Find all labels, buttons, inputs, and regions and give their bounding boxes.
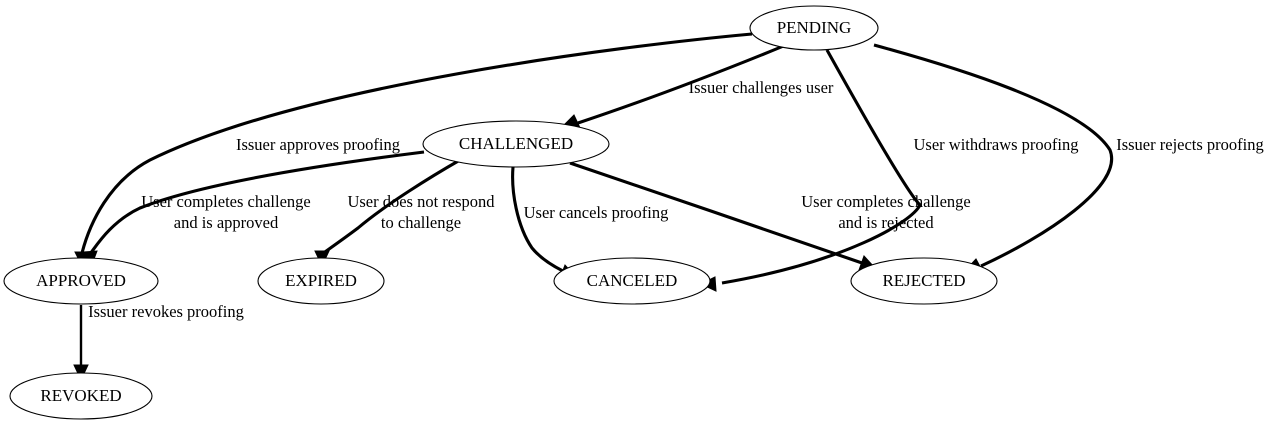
node-shape xyxy=(553,257,711,305)
node-label-challenged: CHALLENGED xyxy=(459,134,573,153)
node-rejected[interactable]: REJECTED xyxy=(850,257,998,305)
edge-path xyxy=(88,150,425,255)
edge-label-challenged-canceled: User cancels proofing xyxy=(524,203,669,222)
edge-path xyxy=(321,158,461,256)
edge-path xyxy=(511,166,564,273)
edge-path xyxy=(873,43,1114,268)
node-label-approved: APPROVED xyxy=(36,271,126,290)
node-label-revoked: REVOKED xyxy=(40,386,121,405)
edge-label-pending-approved: Issuer approves proofing xyxy=(236,135,400,154)
edge-path xyxy=(721,49,922,285)
edge-path xyxy=(577,43,787,125)
edge-label-challenged-approved-line2: and is approved xyxy=(174,213,279,232)
edge-label-layer: Issuer challenges user Issuer approves p… xyxy=(88,78,1264,321)
edge-label-pending-rejected: Issuer rejects proofing xyxy=(1116,135,1264,154)
node-challenged[interactable]: CHALLENGED xyxy=(422,120,610,168)
edge-label-challenged-expired-line2: to challenge xyxy=(381,213,461,232)
node-label-canceled: CANCELED xyxy=(587,271,678,290)
edge-label-challenged-rejected-line2: and is rejected xyxy=(838,213,934,232)
node-shape xyxy=(422,120,610,168)
edge-label-pending-challenged: Issuer challenges user xyxy=(689,78,834,97)
edge-challenged-canceled[interactable] xyxy=(511,166,578,279)
node-label-expired: EXPIRED xyxy=(285,271,357,290)
edge-label-pending-canceled: User withdraws proofing xyxy=(914,135,1079,154)
node-shape xyxy=(3,257,159,305)
node-canceled[interactable]: CANCELED xyxy=(553,257,711,305)
node-expired[interactable]: EXPIRED xyxy=(257,257,385,305)
edge-path xyxy=(569,161,863,265)
edge-approved-revoked[interactable] xyxy=(73,305,89,382)
edge-path xyxy=(80,32,753,254)
node-shape xyxy=(9,372,153,420)
node-revoked[interactable]: REVOKED xyxy=(9,372,153,420)
node-label-rejected: REJECTED xyxy=(882,271,965,290)
edge-label-challenged-approved-line1: User completes challenge xyxy=(141,192,311,211)
edge-pending-rejected[interactable] xyxy=(873,43,1114,274)
node-shape xyxy=(257,257,385,305)
node-shape xyxy=(850,257,998,305)
edge-label-challenged-rejected-line1: User completes challenge xyxy=(801,192,971,211)
node-label-pending: PENDING xyxy=(777,18,852,37)
node-layer: PENDING CHALLENGED APPROVED EXPIRED CANC… xyxy=(3,5,998,420)
node-pending[interactable]: PENDING xyxy=(749,5,879,51)
node-shape xyxy=(749,5,879,51)
node-approved[interactable]: APPROVED xyxy=(3,257,159,305)
edge-label-challenged-expired-line1: User does not respond xyxy=(347,192,495,211)
edge-label-approved-revoked: Issuer revokes proofing xyxy=(88,302,244,321)
